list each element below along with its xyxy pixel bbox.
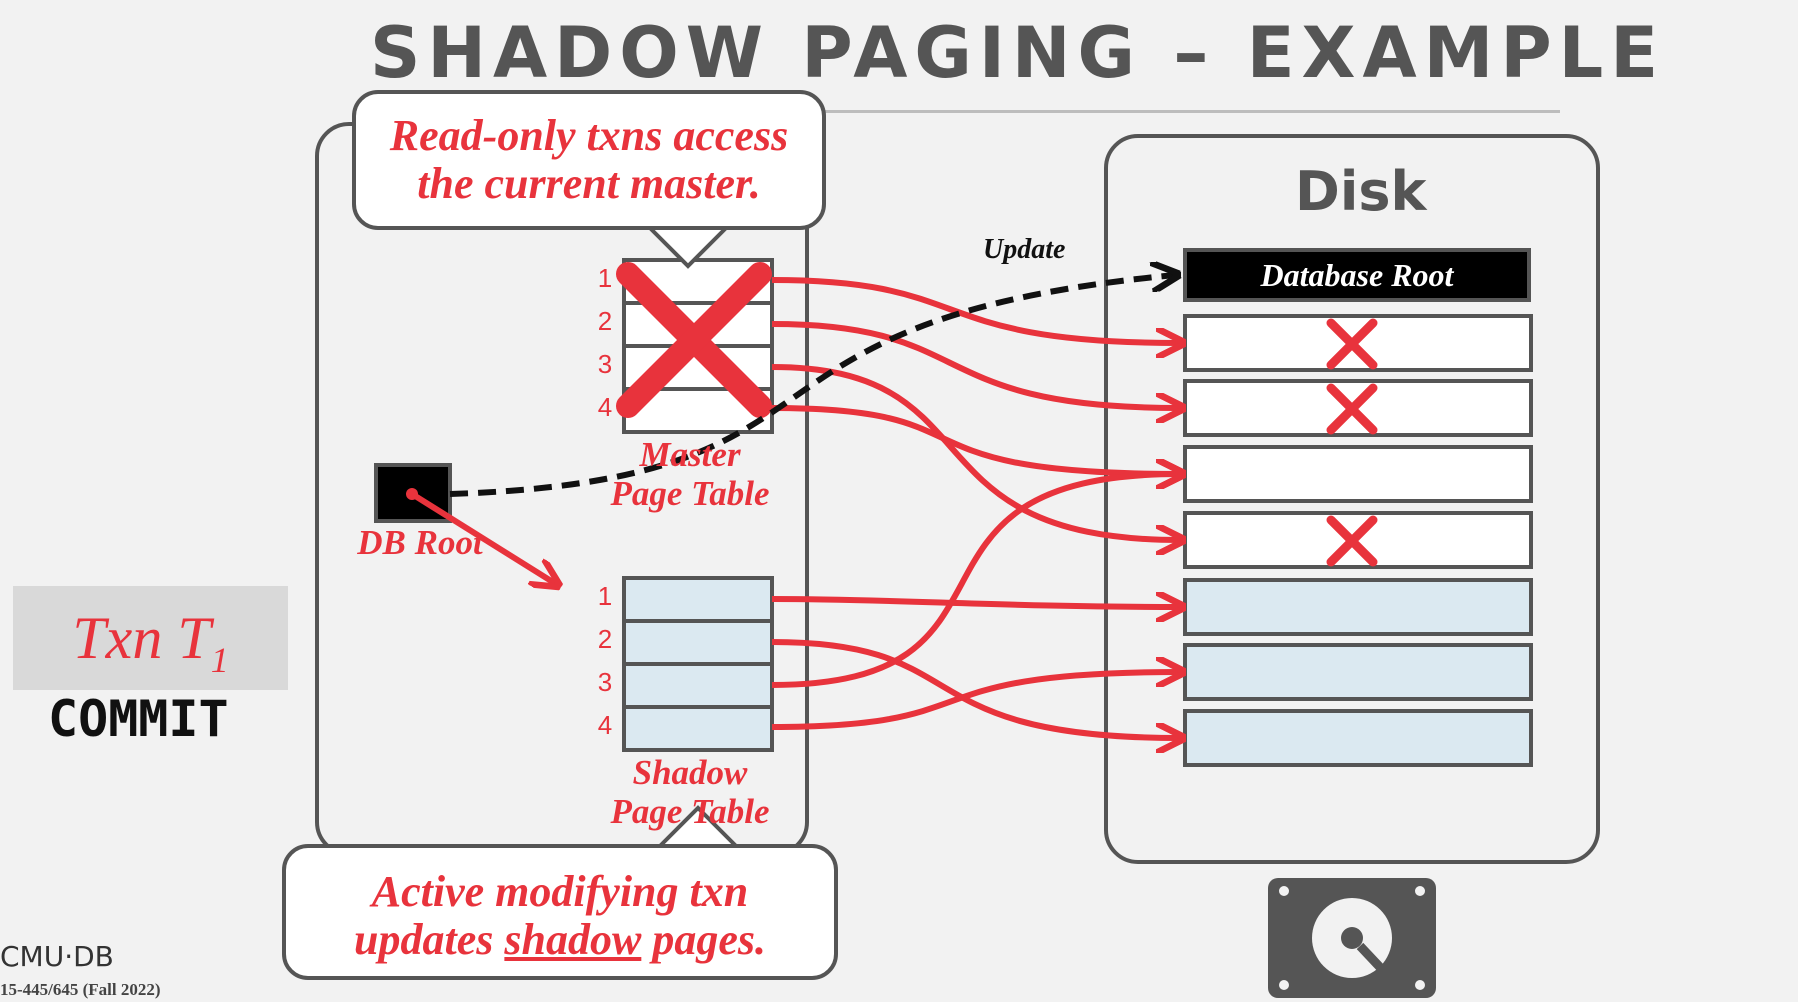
active-txn-callout-line: updates shadow pages.	[286, 916, 834, 964]
read-only-callout-line: Read-only txns access	[389, 111, 789, 160]
active-txn-callout-line: Active modifying txn	[371, 867, 749, 916]
shadow-label-line: Shadow	[632, 753, 748, 792]
txn-name: Txn T	[72, 605, 211, 671]
title-rule	[810, 110, 1560, 113]
read-only-callout: Read-only txns access the current master…	[352, 90, 826, 230]
txn-badge: Txn T1	[13, 586, 288, 690]
hard-disk-icon	[1268, 878, 1436, 998]
disk-page-cross-icons	[1326, 318, 1378, 567]
database-root-page: Database Root	[1183, 248, 1531, 302]
disk-label: Disk	[1295, 160, 1427, 223]
cross-icon	[616, 262, 772, 418]
txn-status: COMMIT	[48, 690, 229, 748]
db-root-label: DB Root	[357, 523, 483, 562]
update-label: Update	[983, 234, 1066, 265]
txn-subscript: 1	[210, 640, 229, 680]
slide-title: SHADOW PAGING – EXAMPLE	[370, 12, 1666, 94]
master-label-line: Page Table	[610, 473, 770, 513]
master-page-table-label: Master Page Table	[590, 435, 790, 513]
disk-pages	[1183, 314, 1533, 767]
course-footer: 15-445/645 (Fall 2022)	[0, 980, 161, 999]
update-arrow	[449, 275, 1175, 497]
callout-underlined-text: shadow	[504, 915, 642, 965]
shadow-pointers	[771, 474, 1180, 738]
top-bubble-pointer	[648, 226, 728, 269]
shadow-page-table-label: Shadow Page Table	[590, 753, 790, 831]
active-txn-callout: Active modifying txn updates shadow page…	[282, 844, 838, 980]
callout-text: updates	[354, 915, 505, 965]
master-label-line: Master	[639, 435, 741, 474]
shadow-label-line: Page Table	[610, 791, 770, 831]
bottom-bubble-pointer	[658, 805, 738, 848]
master-row-number: 2	[597, 306, 613, 336]
db-root-pointer	[406, 488, 556, 584]
shadow-row-number: 2	[597, 624, 613, 654]
cmu-db-logo-icon: CMU·DB	[0, 940, 114, 973]
shadow-row-number: 4	[597, 710, 613, 740]
master-row-number: 1	[597, 263, 613, 293]
master-row-number: 4	[597, 392, 613, 422]
shadow-page-table	[622, 576, 774, 752]
master-row-number: 3	[597, 349, 613, 379]
read-only-callout-line: the current master.	[417, 159, 761, 209]
shadow-row-number: 3	[597, 667, 613, 697]
shadow-row-number: 1	[597, 581, 613, 611]
callout-text: pages.	[641, 915, 766, 965]
